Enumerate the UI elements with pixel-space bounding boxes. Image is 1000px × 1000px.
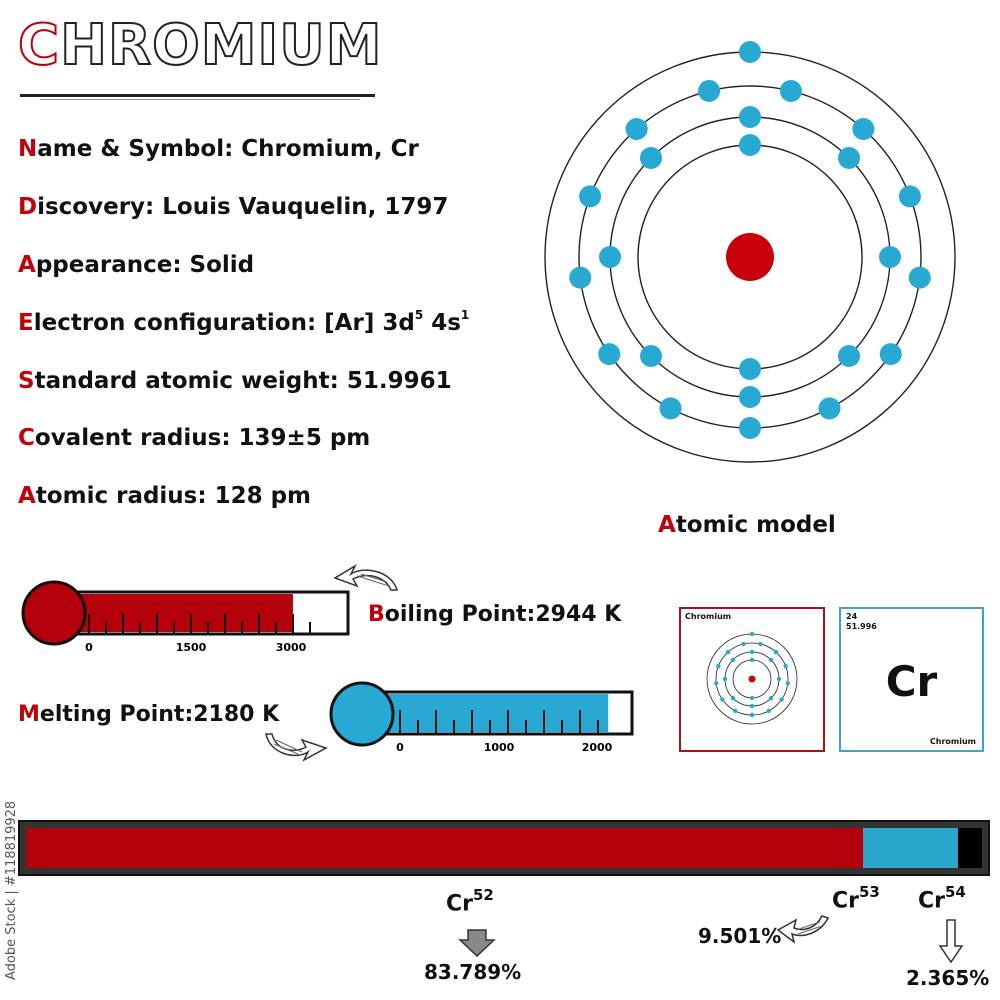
info-covalent-radius: Covalent radius: 139±5 pm	[18, 425, 371, 451]
isotope-percent-cr52: 83.789%	[424, 960, 522, 984]
electron	[898, 185, 921, 208]
element-card-name: Chromium	[929, 737, 976, 746]
isotope-label-cr52: Cr52	[446, 886, 494, 917]
electron	[739, 386, 761, 408]
isotope-percent-cr53: 9.501%	[698, 924, 782, 948]
electron	[908, 266, 931, 289]
electron	[698, 79, 721, 102]
atomic-model-caption: Atomic model	[658, 512, 836, 538]
down-arrow-icon	[458, 929, 496, 958]
stock-watermark: Adobe Stock | #118819928	[4, 800, 19, 980]
isotope-label-cr53: Cr53	[832, 883, 880, 914]
electron	[599, 246, 621, 268]
electron	[739, 417, 761, 439]
electron	[598, 343, 621, 366]
electron	[640, 344, 663, 367]
isotope-bar-cr52	[26, 828, 864, 868]
electron	[879, 343, 902, 366]
mp-tick-1000: 1000	[484, 741, 515, 754]
electron	[739, 134, 761, 156]
isotope-label-cr54: Cr54	[918, 883, 966, 914]
info-electron-configuration: Electron configuration: [Ar] 3d5 4s1	[18, 308, 470, 336]
electron	[852, 118, 875, 141]
page-title: CHROMIUM	[17, 13, 383, 79]
curved-arrow-left-icon	[333, 564, 399, 591]
mp-tick-2000: 2000	[582, 741, 613, 754]
curved-arrow-right-icon	[265, 733, 328, 762]
nucleus	[726, 233, 774, 281]
electron	[837, 344, 860, 367]
isotope-bar-cr53	[863, 828, 959, 868]
bp-tick-0: 0	[85, 641, 93, 654]
electron	[779, 79, 802, 102]
atomic-model-diagram	[544, 41, 956, 463]
curved-arrow-icon	[776, 915, 830, 944]
info-appearance: Appearance: Solid	[18, 252, 255, 278]
bp-tick-1500: 1500	[176, 641, 207, 654]
title-underline	[20, 94, 375, 97]
electron	[640, 147, 663, 170]
boiling-point-thermometer: 0 1500 3000	[21, 580, 350, 654]
electron	[818, 397, 841, 420]
info-atomic-weight: Standard atomic weight: 51.9961	[18, 368, 452, 394]
info-discovery: Discovery: Louis Vauquelin, 1797	[18, 194, 449, 220]
isotope-abundance-bar	[18, 820, 990, 876]
atomic-model-card: Chromium	[679, 607, 825, 752]
electron	[739, 41, 761, 63]
electron	[837, 147, 860, 170]
electron	[569, 266, 592, 289]
electron	[659, 397, 682, 420]
card-model-name: Chromium	[685, 612, 732, 621]
atomic-number: 24	[846, 612, 858, 621]
electron	[579, 185, 602, 208]
melting-point-thermometer: 0 1000 2000	[329, 681, 634, 754]
boiling-point-label: Boiling Point:2944 K	[368, 602, 622, 627]
card-atomic-weight: 51.996	[846, 622, 877, 631]
info-name-symbol: Name & Symbol: Chromium, Cr	[18, 136, 419, 162]
electron	[739, 358, 761, 380]
mp-tick-0: 0	[396, 741, 404, 754]
element-symbol: Cr	[885, 657, 938, 706]
electron	[879, 246, 901, 268]
electron	[625, 118, 648, 141]
melting-point-label: Melting Point:2180 K	[18, 702, 280, 727]
title-underline-thin	[40, 99, 360, 100]
mini-atomic-model	[706, 631, 798, 725]
isotope-bar-cr54	[958, 828, 982, 868]
electron	[739, 106, 761, 128]
bp-tick-3000: 3000	[276, 641, 307, 654]
info-atomic-radius: Atomic radius: 128 pm	[18, 483, 312, 509]
isotope-percent-cr54: 2.365%	[906, 966, 990, 990]
down-arrow-outline-icon	[938, 919, 964, 964]
